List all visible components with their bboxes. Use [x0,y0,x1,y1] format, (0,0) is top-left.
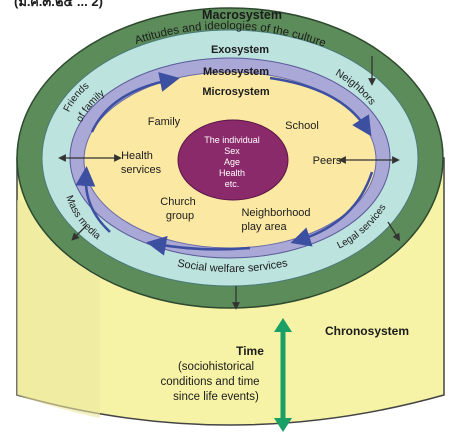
micro-health-line1: Health [121,150,153,162]
individual-line-5: etc. [225,179,240,189]
individual-line-2: Sex [224,146,240,156]
micro-church-line1: Church [160,196,195,208]
mesosystem-title: Mesosystem [203,66,269,78]
micro-neighborhood-line2: play area [241,221,287,233]
time-desc-line3: since life events) [173,391,259,403]
micro-church-line2: group [166,210,194,222]
individual-line-4: Health [219,168,245,178]
macrosystem-title: Macrosystem [202,8,282,22]
microsystem-title: Microsystem [202,86,269,98]
time-desc-line2: conditions and time [160,376,259,388]
micro-school: School [285,120,319,132]
time-arrow [274,318,292,432]
mesosystem-arrows [75,72,374,256]
individual-core [177,119,289,201]
individual-line-3: Age [224,157,240,167]
micro-health-line2: services [121,164,162,176]
micro-family: Family [148,116,181,128]
individual-line-1: The individual [204,135,260,145]
time-desc-line1: (sociohistorical [178,361,254,373]
chronosystem-title: Chronosystem [325,324,409,338]
micro-peers: Peers [313,155,342,167]
link-arrows [58,56,401,310]
time-label: Time [236,344,264,358]
exosystem-title: Exosystem [211,44,269,56]
micro-neighborhood-line1: Neighborhood [241,207,310,219]
header-fragment: (ม.ศ.๓.๒๕ ... 2) [14,0,103,9]
